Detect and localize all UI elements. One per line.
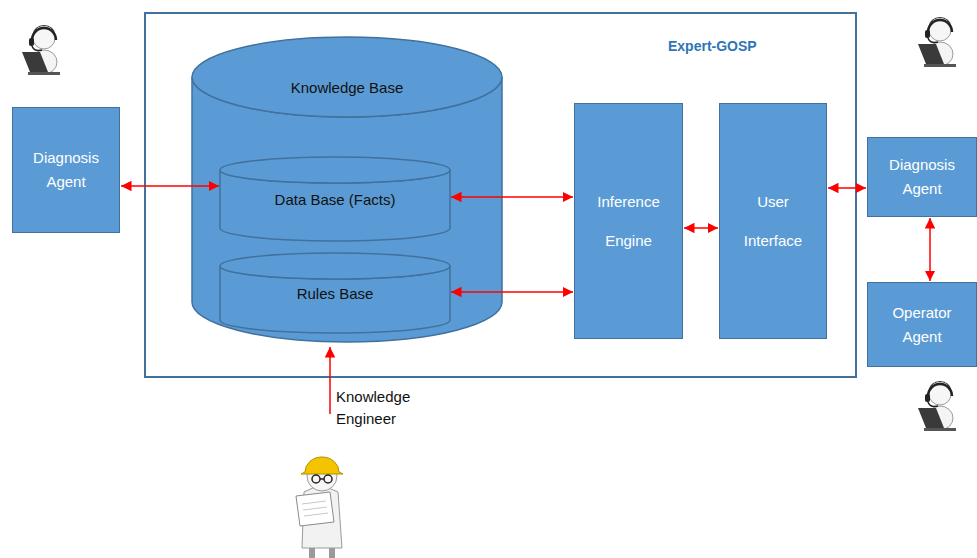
double-arrow (451, 196, 573, 198)
engineer-arrow (329, 347, 331, 414)
cylinder-top (192, 37, 502, 117)
database-cylinder: Data Base (Facts) (220, 157, 450, 241)
process-box: Inference Engine (574, 103, 683, 339)
double-arrow (121, 185, 219, 187)
agent-box: Diagnosis Agent (867, 137, 977, 217)
node-label: Data Base (Facts) (275, 191, 396, 209)
process-box: User Interface (719, 103, 827, 339)
system-frame: Expert-GOSP Knowledge BaseData Base (Fact… (144, 12, 857, 378)
role-label: Knowledge Engineer (336, 386, 428, 430)
system-title: Expert-GOSP (668, 38, 757, 55)
double-arrow (929, 218, 931, 281)
engineer-figure (296, 457, 343, 558)
double-arrow (684, 227, 718, 229)
label-holder: Knowledge Engineer (336, 386, 428, 430)
double-arrow (451, 291, 573, 293)
node-label: Diagnosis Agent (878, 153, 966, 201)
node-label: Inference Engine (587, 182, 670, 260)
node-label: Diagnosis Agent (23, 146, 109, 194)
cylinder-top (220, 253, 450, 279)
agent-box: Diagnosis Agent (12, 107, 120, 233)
knowledge-base-cylinder: Knowledge BaseData Base (Facts) Rules Bas… (192, 37, 502, 342)
cylinder-top (220, 157, 450, 183)
double-arrow (828, 187, 866, 189)
agent-box: Operator Agent (867, 282, 977, 367)
node-label: Operator Agent (878, 301, 966, 349)
node-label: Knowledge Base (291, 79, 404, 97)
rules-base-cylinder: Rules Base (220, 253, 450, 333)
node-label: User Interface (732, 182, 814, 260)
node-label: Rules Base (297, 285, 374, 303)
